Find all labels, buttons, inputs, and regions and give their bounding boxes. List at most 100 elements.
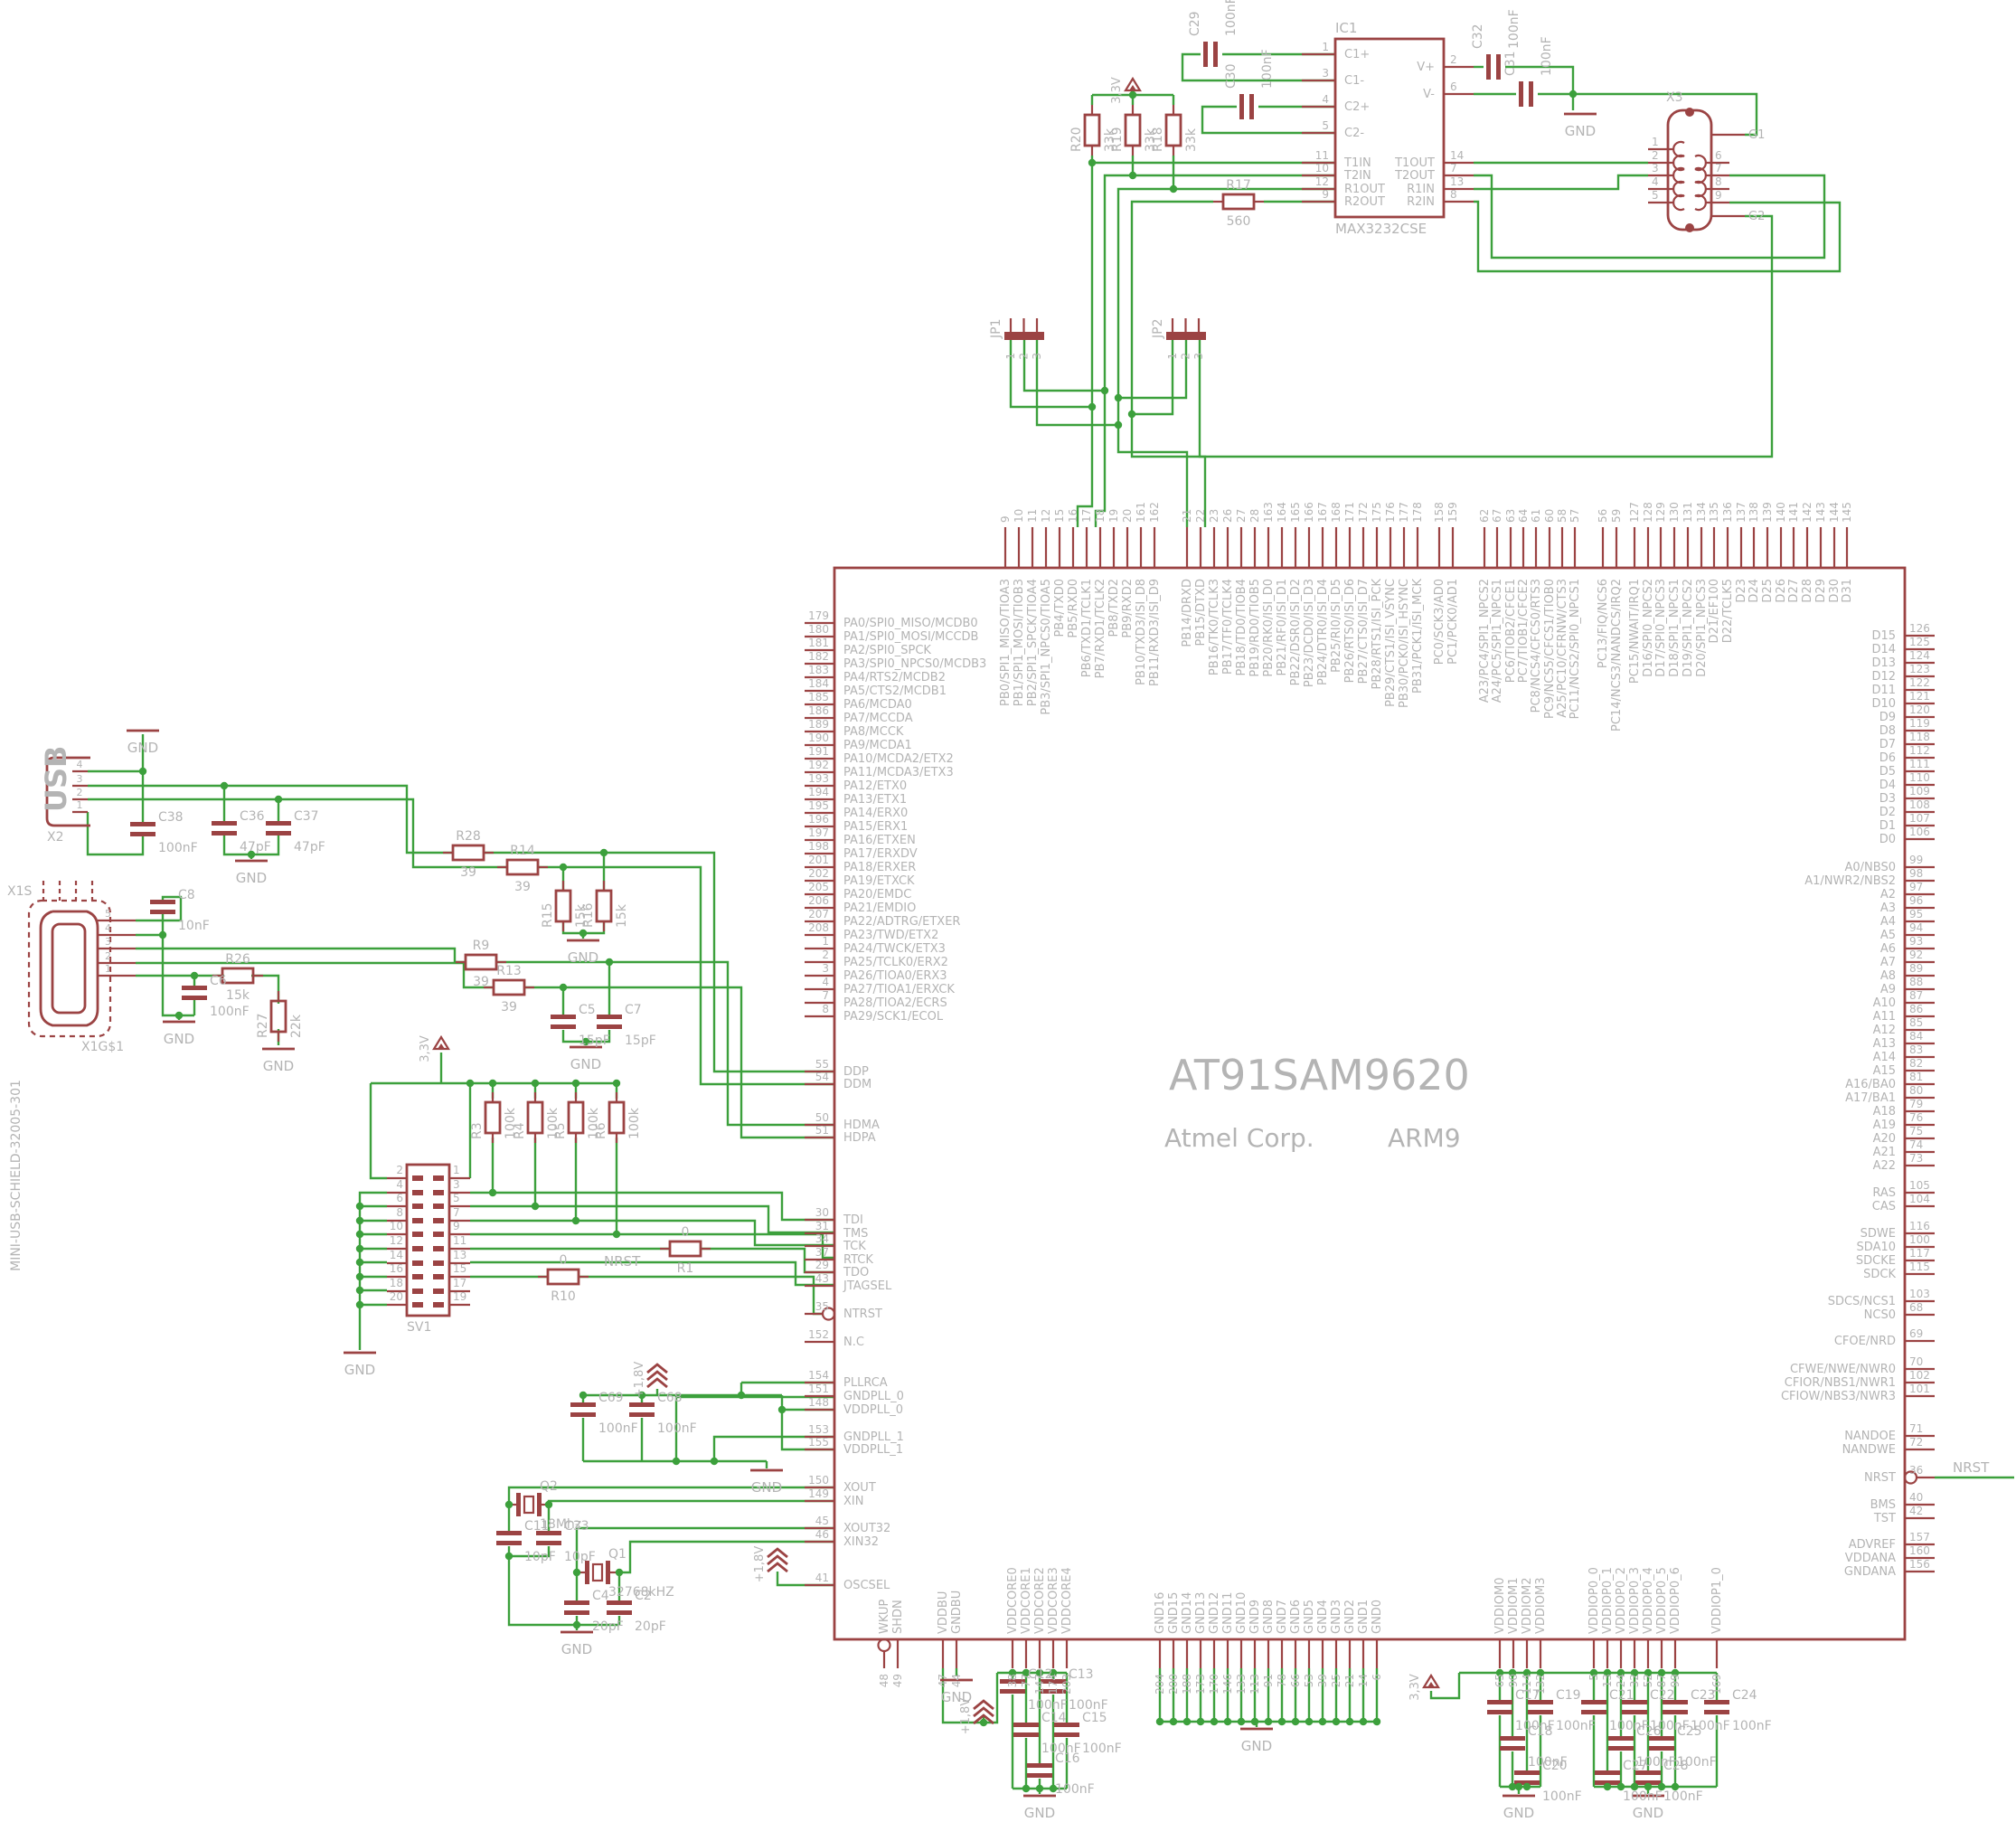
- resistor-R17[interactable]: [1221, 193, 1256, 211]
- capacitor-C20[interactable]: [1514, 1770, 1540, 1775]
- wire[interactable]: [88, 798, 507, 869]
- jumper-JP1-body[interactable]: [1004, 332, 1044, 340]
- wire[interactable]: [1022, 340, 1105, 392]
- wire[interactable]: [538, 865, 834, 1086]
- jtag-header-body[interactable]: [405, 1163, 451, 1317]
- wire[interactable]: [1009, 340, 1092, 409]
- capacitor-C11[interactable]: [496, 1531, 522, 1535]
- capacitor-C31[interactable]: [1519, 81, 1523, 107]
- wire[interactable]: [941, 1668, 999, 1724]
- wire[interactable]: [470, 1204, 834, 1234]
- capacitor-C30[interactable]: [1239, 94, 1244, 119]
- wire[interactable]: [470, 1260, 834, 1287]
- capacitor-C14[interactable]: [1013, 1723, 1039, 1727]
- wire[interactable]: [136, 895, 183, 922]
- resistor-R10[interactable]: [546, 1268, 580, 1286]
- capacitor-C2[interactable]: [607, 1600, 632, 1605]
- capacitor-C37[interactable]: [266, 821, 291, 826]
- resistor-R26[interactable]: [221, 967, 255, 985]
- capacitor-C25[interactable]: [1649, 1736, 1674, 1741]
- wire[interactable]: [1116, 187, 1335, 527]
- capacitor-C18[interactable]: [1500, 1736, 1525, 1741]
- wire[interactable]: [136, 961, 495, 989]
- wire[interactable]: [470, 1219, 834, 1247]
- crystal-Q2[interactable]: [516, 1493, 521, 1516]
- usb-connector-body[interactable]: [45, 756, 90, 827]
- wire[interactable]: [1035, 340, 1118, 427]
- jumper-JP2-body[interactable]: [1166, 332, 1206, 340]
- wire[interactable]: [547, 1499, 834, 1505]
- capacitor-C68[interactable]: [629, 1402, 655, 1407]
- capacitor-C27[interactable]: [1595, 1770, 1620, 1775]
- wire[interactable]: [507, 1486, 834, 1505]
- capacitor-C6[interactable]: [182, 986, 207, 990]
- capacitor-C32[interactable]: [1486, 54, 1491, 80]
- wire[interactable]: [251, 974, 280, 1004]
- capacitor-C33[interactable]: [536, 1531, 561, 1535]
- resistor-R3[interactable]: [484, 1100, 502, 1135]
- wire[interactable]: [358, 1191, 387, 1347]
- capacitor-C5[interactable]: [551, 1015, 576, 1019]
- resistor-R16[interactable]: [595, 889, 613, 923]
- capacitor-C8[interactable]: [150, 900, 175, 904]
- wire[interactable]: [86, 812, 145, 856]
- wire[interactable]: [1538, 92, 1758, 137]
- resistor-R1[interactable]: [668, 1240, 702, 1258]
- capacitor-C16[interactable]: [1027, 1763, 1052, 1768]
- wire[interactable]: [1132, 340, 1174, 416]
- crystal-Q1[interactable]: [585, 1561, 589, 1584]
- resistor-R19[interactable]: [1124, 113, 1142, 147]
- wire[interactable]: [507, 1546, 551, 1558]
- capacitor-C19[interactable]: [1528, 1700, 1553, 1704]
- resistor-R5[interactable]: [567, 1100, 585, 1135]
- wire[interactable]: [1429, 1673, 1461, 1700]
- wire[interactable]: [507, 1556, 619, 1627]
- capacitor-C28[interactable]: [1635, 1770, 1661, 1775]
- resistor-R18[interactable]: [1164, 113, 1182, 147]
- resistor-R4[interactable]: [526, 1100, 544, 1135]
- resistor-R28[interactable]: [451, 844, 485, 862]
- wire[interactable]: [1076, 161, 1335, 527]
- wire[interactable]: [1474, 174, 1826, 260]
- wire[interactable]: [136, 947, 466, 964]
- wire[interactable]: [369, 1083, 387, 1180]
- wire[interactable]: [1201, 105, 1335, 135]
- ic-at91sam9620-body[interactable]: [833, 566, 1907, 1641]
- capacitor-C24[interactable]: [1704, 1700, 1729, 1704]
- miniusb-shield-outline[interactable]: [27, 899, 112, 1038]
- wire[interactable]: [523, 986, 834, 1139]
- resistor-R27[interactable]: [269, 999, 287, 1034]
- resistor-R14[interactable]: [505, 858, 540, 876]
- capacitor-C26[interactable]: [1608, 1736, 1634, 1741]
- wire[interactable]: [617, 1540, 834, 1574]
- wire[interactable]: [1198, 214, 1774, 458]
- capacitor-C13[interactable]: [1041, 1679, 1066, 1684]
- capacitor-C36[interactable]: [212, 821, 237, 826]
- capacitor-C21[interactable]: [1581, 1700, 1606, 1704]
- capacitor-C4[interactable]: [564, 1600, 589, 1605]
- wire[interactable]: [1505, 65, 1575, 94]
- wire[interactable]: [1474, 200, 1842, 273]
- capacitor-C23[interactable]: [1663, 1700, 1688, 1704]
- wire[interactable]: [1474, 174, 1648, 191]
- capacitor-C22[interactable]: [1622, 1700, 1647, 1704]
- capacitor-C38[interactable]: [130, 822, 155, 826]
- capacitor-C69[interactable]: [570, 1402, 596, 1407]
- wire[interactable]: [1181, 52, 1335, 82]
- capacitor-C17[interactable]: [1487, 1700, 1512, 1704]
- capacitor-C7[interactable]: [597, 1015, 622, 1019]
- ic-max3232-body[interactable]: [1333, 37, 1446, 219]
- wire[interactable]: [674, 1395, 834, 1461]
- wire[interactable]: [1118, 340, 1188, 400]
- miniusb-body[interactable]: [39, 910, 99, 1027]
- wire[interactable]: [712, 1435, 834, 1461]
- resistor-R9[interactable]: [464, 953, 498, 971]
- capacitor-C15[interactable]: [1054, 1723, 1079, 1727]
- wire[interactable]: [579, 1275, 824, 1316]
- wire[interactable]: [88, 784, 453, 854]
- wire[interactable]: [1094, 174, 1335, 527]
- resistor-R15[interactable]: [554, 889, 572, 923]
- resistor-R6[interactable]: [608, 1100, 626, 1135]
- resistor-R13[interactable]: [492, 978, 526, 996]
